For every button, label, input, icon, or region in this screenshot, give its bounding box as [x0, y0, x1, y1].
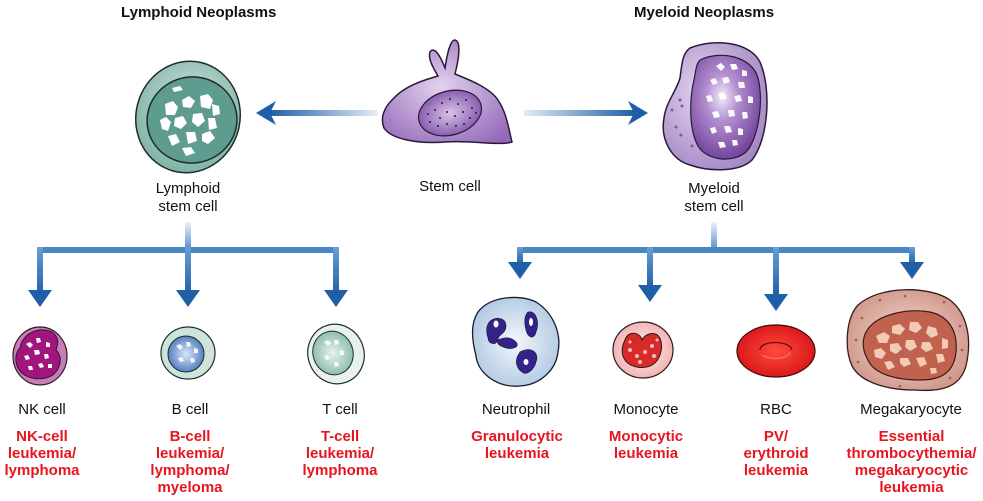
neutrophil-label: Neutrophil [481, 401, 551, 418]
myeloid-stem-cell-illustration [662, 42, 768, 171]
lymphoid-stem-cell-label-line2: stem cell [158, 198, 218, 215]
stem-cell-label: Stem cell [419, 178, 481, 195]
b-cell-illustration [160, 326, 216, 380]
b-cell-neoplasm: B-cell leukemia/ lymphoma/ myeloma [150, 428, 230, 496]
t-cell-label: T cell [322, 401, 358, 418]
megakaryocyte-illustration [846, 289, 970, 392]
essential-thrombocythemia-label: Essential thrombocythemia/ megakaryocyti… [846, 428, 977, 496]
myeloid-stem-cell-label-line2: stem cell [684, 198, 744, 215]
lymphoid-stem-cell-illustration [134, 60, 242, 174]
lymphoid-branch-arrows [28, 222, 348, 307]
t-cell-illustration [307, 323, 365, 385]
myeloid-stem-cell-label: Myeloid stem cell [664, 180, 764, 216]
granulocytic-leukemia-label: Granulocytic leukemia [471, 428, 563, 462]
myeloid-stem-cell-label-line1: Myeloid [688, 180, 740, 197]
nk-cell-illustration [12, 326, 68, 386]
rbc-illustration [736, 324, 816, 378]
myeloid-neoplasms-header: Myeloid Neoplasms [634, 4, 775, 21]
lymphoid-stem-cell-label: Lymphoid stem cell [138, 180, 238, 216]
b-cell-label: B cell [171, 401, 209, 418]
lymphoid-stem-cell-label-line1: Lymphoid [155, 180, 221, 197]
monocytic-leukemia-label: Monocytic leukemia [608, 428, 684, 462]
monocyte-label: Monocyte [613, 401, 679, 418]
monocyte-illustration [612, 321, 674, 379]
megakaryocyte-label: Megakaryocyte [860, 401, 962, 418]
myeloid-branch-arrows [508, 222, 924, 311]
arrow-stem-to-myeloid [524, 101, 648, 125]
stem-cell-illustration [381, 39, 513, 145]
rbc-label: RBC [760, 401, 792, 418]
pv-erythroid-leukemia-label: PV/ erythroid leukemia [743, 428, 809, 479]
arrow-stem-to-lymphoid [256, 101, 378, 125]
lymphoid-neoplasms-header: Lymphoid Neoplasms [121, 4, 277, 21]
nk-cell-neoplasm: NK-cell leukemia/ lymphoma [4, 428, 80, 479]
neutrophil-illustration [471, 296, 560, 387]
nk-cell-label: NK cell [18, 401, 66, 418]
t-cell-neoplasm: T-cell leukemia/ lymphoma [302, 428, 378, 479]
